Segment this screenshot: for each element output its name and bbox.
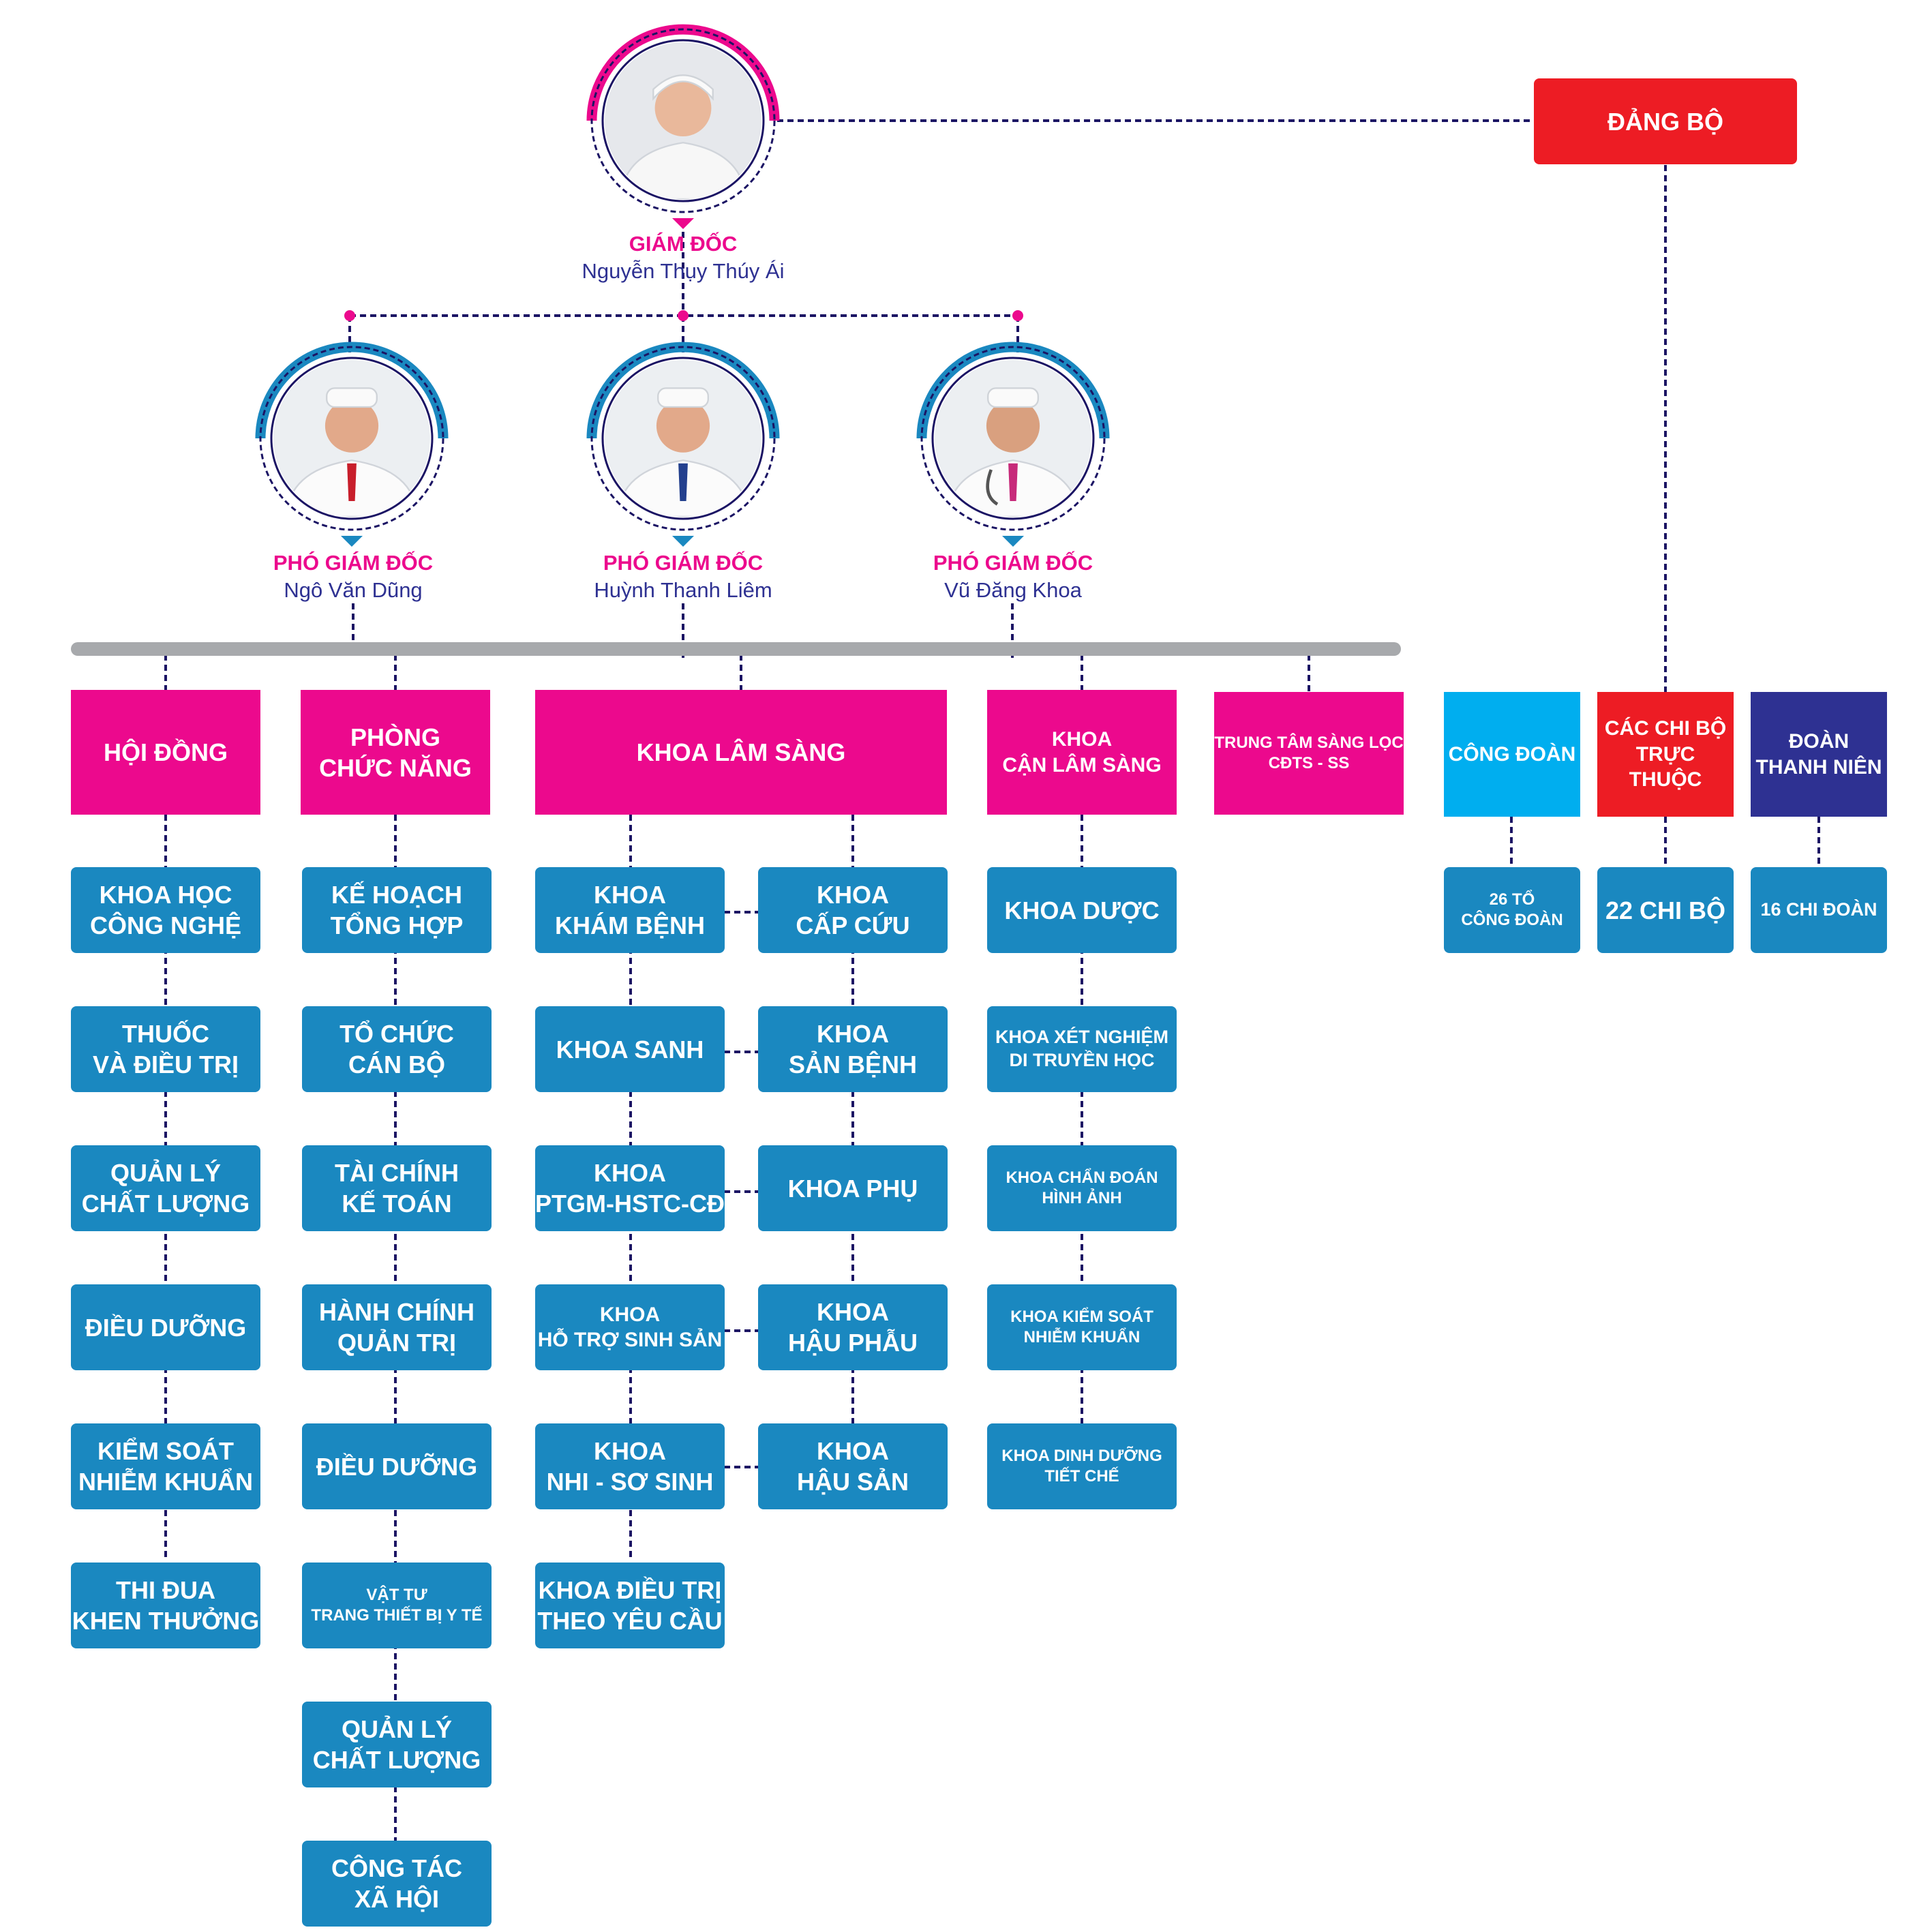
- deputy-portrait-2: [605, 360, 761, 517]
- paraclinical-item: KHOA DƯỢC: [987, 867, 1177, 953]
- paraclinical-item: KHOA CHẨN ĐOÁN HÌNH ẢNH: [987, 1145, 1177, 1231]
- functional-dept-item: KẾ HOẠCH TỔNG HỢP: [302, 867, 492, 953]
- deputy-caption-2: PHÓ GIÁM ĐỐC Huỳnh Thanh Liêm: [533, 549, 833, 604]
- council-item: QUẢN LÝ CHẤT LƯỢNG: [71, 1145, 260, 1231]
- deputy-caption-1: PHÓ GIÁM ĐỐC Ngô Văn Dũng: [203, 549, 503, 604]
- functional-dept-item: CÔNG TÁC XÃ HỘI: [302, 1841, 492, 1927]
- functional-dept-item: HÀNH CHÍNH QUẢN TRỊ: [302, 1284, 492, 1370]
- paraclinical-header: KHOA CẬN LÂM SÀNG: [987, 690, 1177, 815]
- union-child: 26 TỔ CÔNG ĐOÀN: [1444, 867, 1580, 953]
- clinical-left-item: KHOA PTGM-HSTC-CĐ: [535, 1145, 725, 1231]
- functional-dept-item: QUẢN LÝ CHẤT LƯỢNG: [302, 1702, 492, 1787]
- director-caption: GIÁM ĐỐC Nguyễn Thụy Thúy Ái: [533, 230, 833, 285]
- director-name: Nguyễn Thụy Thúy Ái: [582, 259, 785, 283]
- clinical-right-item: KHOA PHỤ: [758, 1145, 948, 1231]
- party-box: ĐẢNG BỘ: [1534, 78, 1797, 164]
- council-header: HỘI ĐỒNG: [71, 690, 260, 815]
- clinical-left-item: KHOA NHI - SƠ SINH: [535, 1423, 725, 1509]
- deputy-name: Huỳnh Thanh Liêm: [594, 578, 772, 602]
- functional-dept-item: ĐIỀU DƯỠNG: [302, 1423, 492, 1509]
- youth-union-header: ĐOÀN THANH NIÊN: [1751, 692, 1887, 817]
- clinical-left-item: KHOA ĐIỀU TRỊ THEO YÊU CẦU: [535, 1563, 725, 1648]
- deputy-portrait-3: [935, 360, 1091, 517]
- youth-union-child: 16 CHI ĐOÀN: [1751, 867, 1887, 953]
- clinical-left-item: KHOA HỖ TRỢ SINH SẢN: [535, 1284, 725, 1370]
- deputy-name: Ngô Văn Dũng: [284, 578, 423, 602]
- clinical-right-item: KHOA HẬU PHẪU: [758, 1284, 948, 1370]
- clinical-left-item: KHOA KHÁM BỆNH: [535, 867, 725, 953]
- council-item: THI ĐUA KHEN THƯỞNG: [71, 1563, 260, 1648]
- clinical-right-item: KHOA CẤP CỨU: [758, 867, 948, 953]
- council-item: KHOA HỌC CÔNG NGHỆ: [71, 867, 260, 953]
- paraclinical-item: KHOA DINH DƯỠNG TIẾT CHẾ: [987, 1423, 1177, 1509]
- deputy-portrait-1: [273, 360, 430, 517]
- deputy-role: PHÓ GIÁM ĐỐC: [933, 551, 1093, 575]
- functional-dept-item: TÀI CHÍNH KẾ TOÁN: [302, 1145, 492, 1231]
- deputy-name: Vũ Đăng Khoa: [944, 578, 1082, 602]
- functional-dept-header: PHÒNG CHỨC NĂNG: [301, 690, 490, 815]
- party-cells-child: 22 CHI BỘ: [1597, 867, 1734, 953]
- functional-dept-item: TỔ CHỨC CÁN BỘ: [302, 1006, 492, 1092]
- clinical-header: KHOA LÂM SÀNG: [535, 690, 947, 815]
- paraclinical-item: KHOA KIỂM SOÁT NHIỄM KHUẨN: [987, 1284, 1177, 1370]
- clinical-right-item: KHOA SẢN BỆNH: [758, 1006, 948, 1092]
- council-item: THUỐC VÀ ĐIỀU TRỊ: [71, 1006, 260, 1092]
- deputy-role: PHÓ GIÁM ĐỐC: [273, 551, 434, 575]
- director-portrait: [605, 42, 761, 199]
- council-item: ĐIỀU DƯỠNG: [71, 1284, 260, 1370]
- party-cells-header: CÁC CHI BỘ TRỰC THUỘC: [1597, 692, 1734, 817]
- deputy-role: PHÓ GIÁM ĐỐC: [603, 551, 764, 575]
- director-role: GIÁM ĐỐC: [629, 232, 738, 256]
- clinical-right-item: KHOA HẬU SẢN: [758, 1423, 948, 1509]
- union-header: CÔNG ĐOÀN: [1444, 692, 1580, 817]
- paraclinical-item: KHOA XÉT NGHIỆM DI TRUYỀN HỌC: [987, 1006, 1177, 1092]
- functional-dept-item: VẬT TƯ TRANG THIẾT BỊ Y TẾ: [302, 1563, 492, 1648]
- screening-center-header: TRUNG TÂM SÀNG LỌC CĐTS - SS: [1214, 692, 1404, 815]
- clinical-left-item: KHOA SANH: [535, 1006, 725, 1092]
- deputy-caption-3: PHÓ GIÁM ĐỐC Vũ Đăng Khoa: [863, 549, 1163, 604]
- council-item: KIỂM SOÁT NHIỄM KHUẨN: [71, 1423, 260, 1509]
